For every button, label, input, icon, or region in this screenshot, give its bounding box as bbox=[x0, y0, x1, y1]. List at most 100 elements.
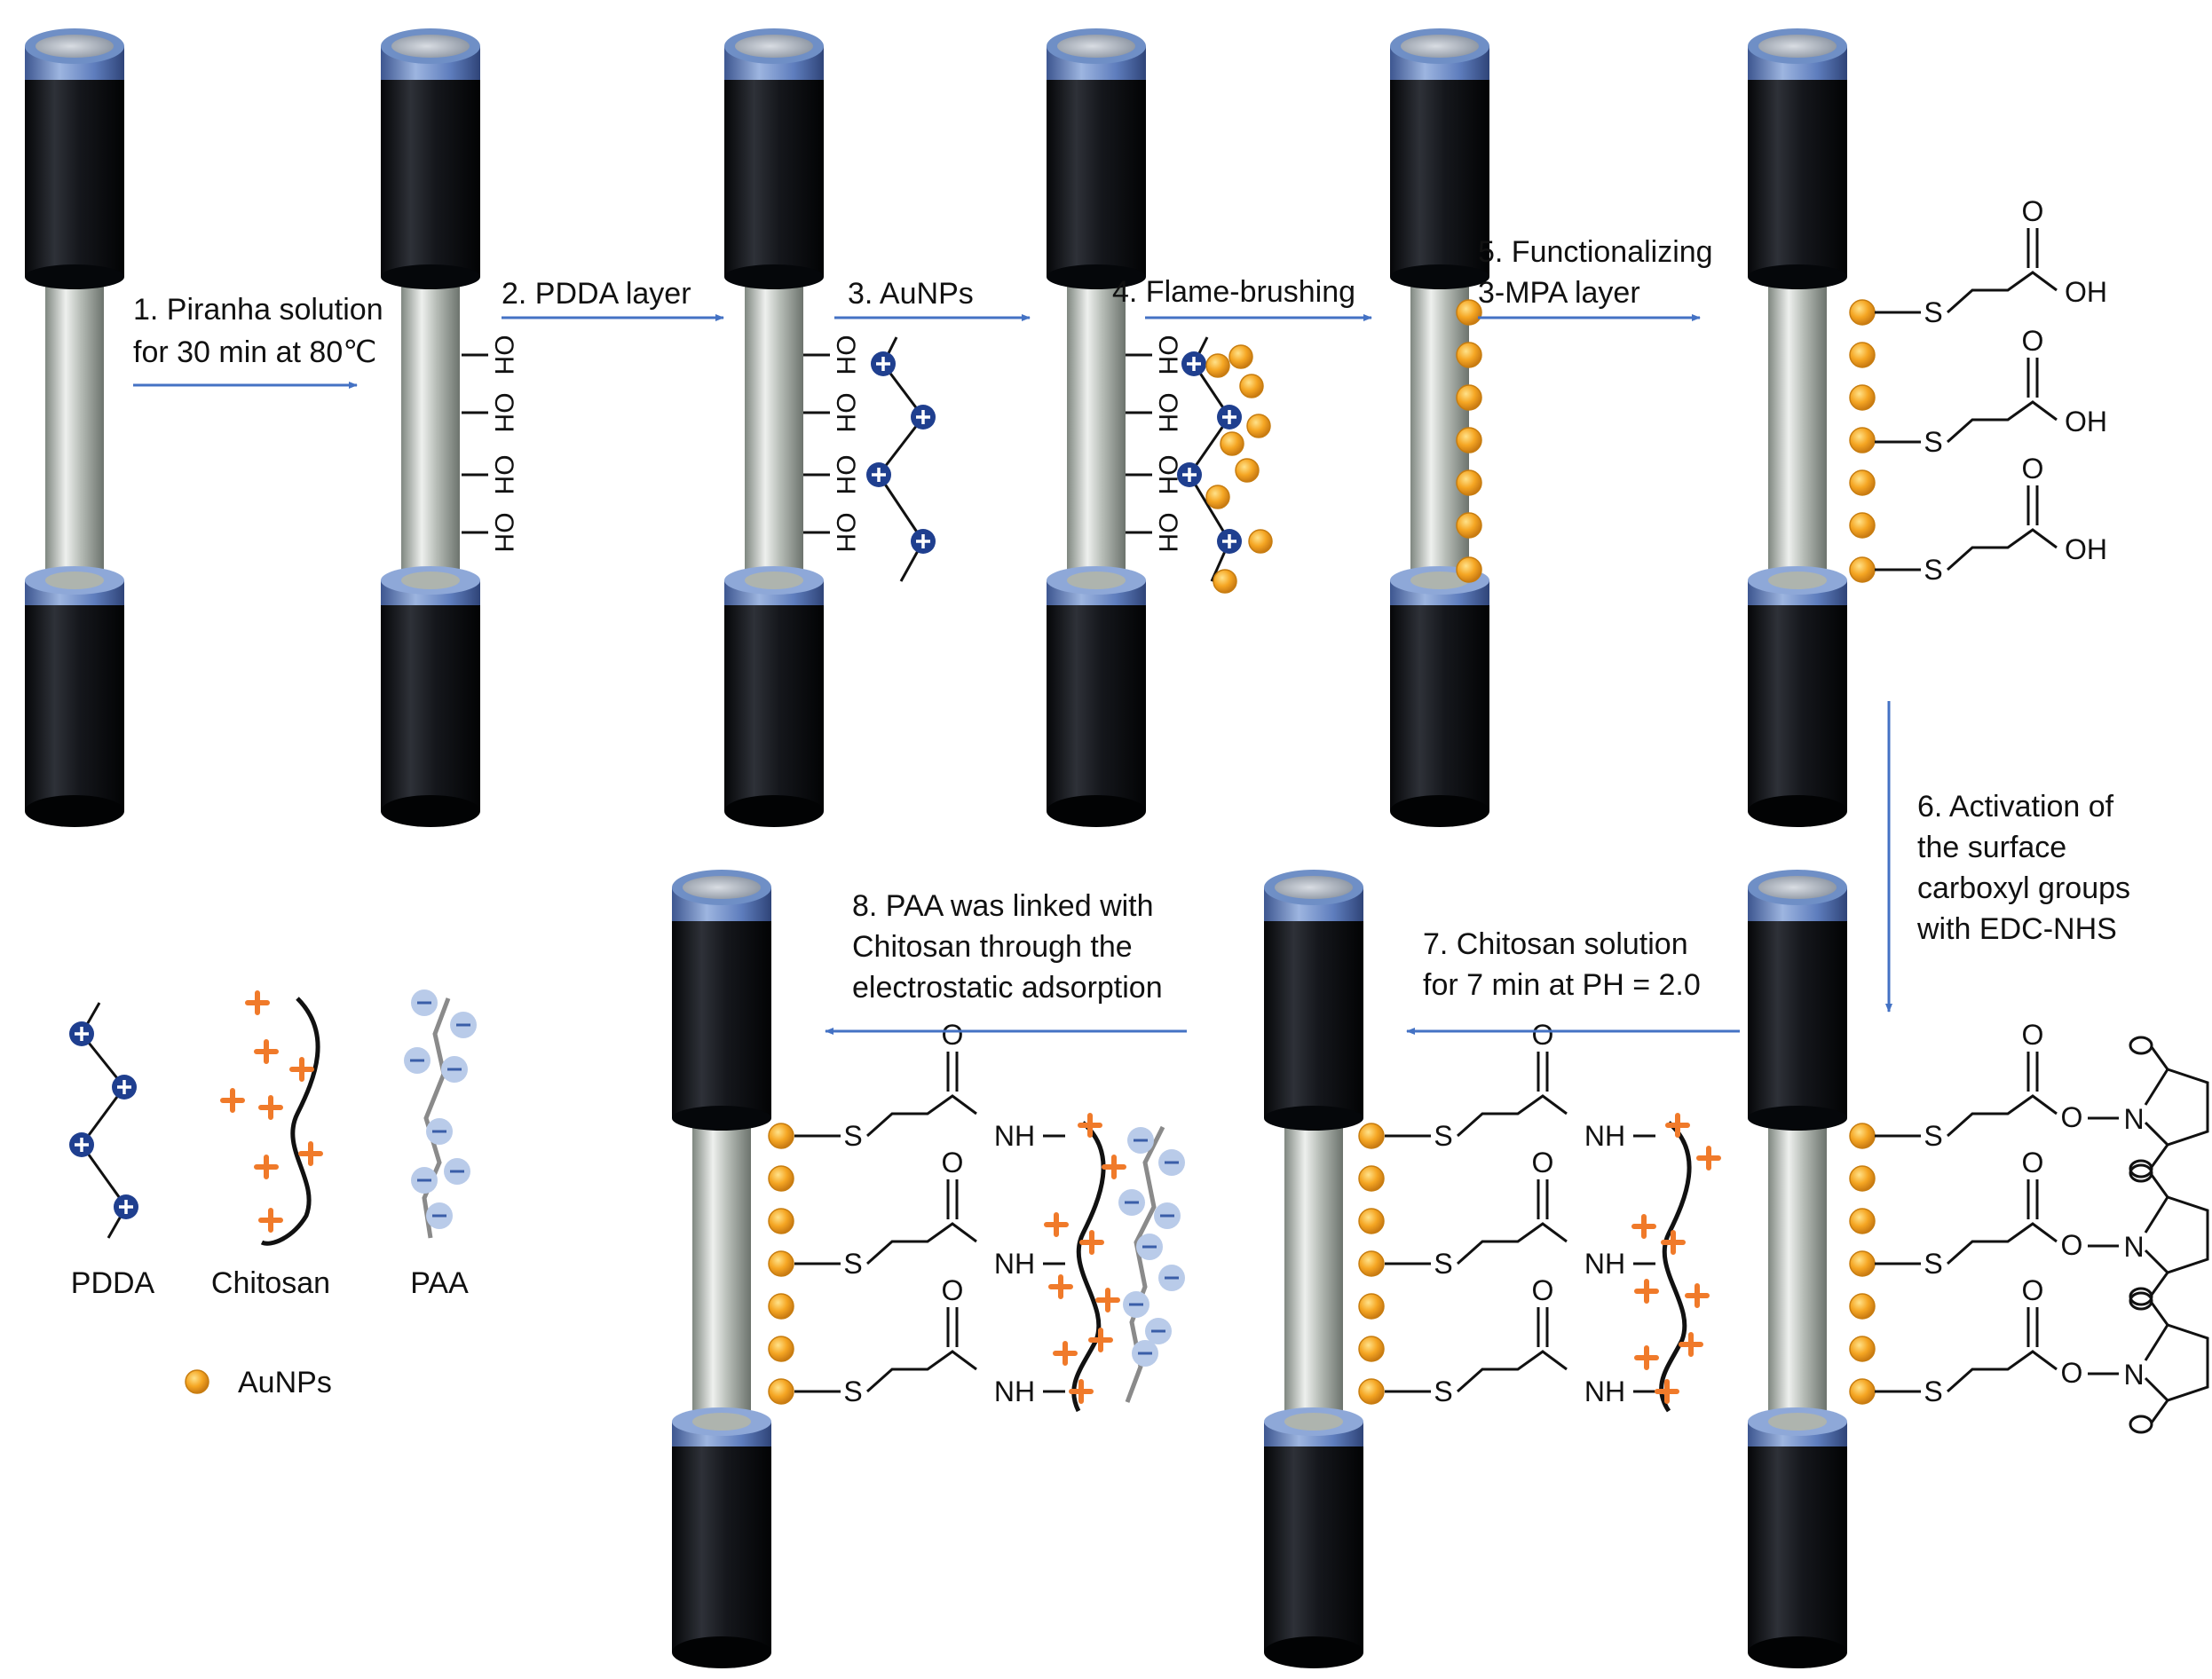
step-6-label: the surface bbox=[1917, 831, 2066, 864]
step-5-label: 5. Functionalizing bbox=[1478, 235, 1713, 269]
fiber-group bbox=[25, 28, 1847, 1668]
plus-sign bbox=[916, 534, 930, 548]
aunp-particle bbox=[768, 1165, 794, 1192]
aunp-particle bbox=[1849, 1293, 1876, 1320]
chitosan-plus-charge bbox=[1044, 1212, 1069, 1237]
aunp-particle bbox=[1456, 342, 1482, 368]
fiber-upper-jacket bbox=[1390, 46, 1489, 277]
aunp-particle bbox=[1235, 458, 1260, 483]
aunp-particle bbox=[1246, 414, 1271, 438]
aunp-particle bbox=[768, 1378, 794, 1405]
fiber-lower-core-exit bbox=[1768, 571, 1827, 589]
aunp-particle bbox=[1456, 427, 1482, 453]
aunp-particle bbox=[1456, 512, 1482, 539]
fiber-lower-end bbox=[724, 795, 824, 827]
amine-label: NH bbox=[1584, 1120, 1625, 1152]
oxygen-label: O bbox=[1532, 1147, 1554, 1178]
aunp-particle bbox=[1849, 1208, 1876, 1234]
plus-sign bbox=[1222, 534, 1236, 548]
fiber-upper-bottom-edge bbox=[724, 264, 824, 289]
fiber-lower-end bbox=[1748, 795, 1847, 827]
fiber-lower-jacket bbox=[1047, 580, 1146, 811]
fiber-upper-opening bbox=[1401, 35, 1479, 58]
chitosan-plus-charge bbox=[1634, 1345, 1659, 1370]
step-7-label: for 7 min at PH = 2.0 bbox=[1423, 968, 1701, 1002]
plus-sign bbox=[75, 1027, 89, 1041]
legend-label-pdda: PDDA bbox=[71, 1266, 155, 1300]
aunp-particle bbox=[1358, 1336, 1385, 1362]
nitrogen-label: N bbox=[2123, 1103, 2144, 1135]
carbonyl-bond bbox=[946, 1179, 959, 1219]
fiber-bottom-1 bbox=[672, 870, 771, 1668]
succinimide-ring bbox=[2144, 1323, 2209, 1402]
aunp-particle bbox=[1358, 1293, 1385, 1320]
nitrogen-label: N bbox=[2123, 1231, 2144, 1263]
fiber-lower-jacket bbox=[1390, 580, 1489, 811]
fiber-upper-jacket bbox=[1748, 887, 1847, 1118]
ester-oxygen-label: O bbox=[2061, 1229, 2083, 1261]
ester-oxygen-label: O bbox=[2061, 1357, 2083, 1389]
fiber-lower-end bbox=[381, 795, 480, 827]
chitosan-plus-charge bbox=[1079, 1230, 1104, 1255]
fiber-upper-opening bbox=[683, 876, 761, 899]
aunp-particle bbox=[1849, 1165, 1876, 1192]
legend-chitosan-charge bbox=[258, 1208, 283, 1233]
legend-chitosan-chain bbox=[260, 997, 320, 1246]
carbonyl-bond bbox=[946, 1307, 959, 1347]
step-3-label: 3. AuNPs bbox=[848, 277, 974, 311]
hydroxyl-label: OH bbox=[831, 455, 860, 495]
fiber-upper-jacket bbox=[1264, 887, 1363, 1118]
sulfur-label: S bbox=[843, 1376, 862, 1407]
amide-backbone bbox=[866, 1350, 977, 1393]
fiber-upper-bottom-edge bbox=[1390, 264, 1489, 289]
fiber-lower-jacket bbox=[25, 580, 124, 811]
aunp-particle bbox=[768, 1250, 794, 1277]
legend-chitosan-charge bbox=[289, 1057, 314, 1082]
sulfur-label: S bbox=[1434, 1120, 1452, 1152]
oxygen-label: O bbox=[1532, 1019, 1554, 1051]
chitosan-plus-charge bbox=[1095, 1288, 1120, 1312]
amine-label: NH bbox=[994, 1248, 1035, 1280]
plus-sign bbox=[872, 468, 886, 482]
hydroxyl-label: OH bbox=[1153, 393, 1182, 433]
fiber-core bbox=[1284, 1118, 1343, 1422]
chitosan-plus-charge bbox=[1078, 1113, 1102, 1138]
step-6-label: 6. Activation of bbox=[1917, 790, 2114, 824]
legend-label-chitosan: Chitosan bbox=[211, 1266, 330, 1300]
carbonyl-bond bbox=[2026, 1179, 2039, 1219]
chitosan-plus-charge bbox=[1631, 1214, 1656, 1239]
fiber-core bbox=[1768, 277, 1827, 580]
plus-sign bbox=[75, 1138, 89, 1152]
hydroxyl-label: OH bbox=[831, 393, 860, 433]
aunp-particle bbox=[1358, 1250, 1385, 1277]
fiber-upper-jacket bbox=[672, 887, 771, 1118]
fiber-top-2 bbox=[381, 28, 480, 827]
fiber-core bbox=[1067, 277, 1126, 580]
oxygen-label: O bbox=[942, 1274, 964, 1306]
hydroxyl-label: OH bbox=[831, 513, 860, 553]
plus-sign bbox=[1222, 410, 1236, 424]
fiber-lower-core-exit bbox=[745, 571, 803, 589]
carbonyl-bond bbox=[1537, 1052, 1549, 1092]
legend-paa-chain bbox=[422, 997, 451, 1239]
ring-carbonyl bbox=[2150, 1046, 2169, 1168]
ring-oxygen bbox=[2129, 1163, 2153, 1183]
aunp-particle bbox=[1358, 1123, 1385, 1149]
fiber-upper-opening bbox=[1275, 876, 1353, 899]
plus-sign bbox=[1187, 357, 1201, 371]
step-2-label: 2. PDDA layer bbox=[502, 277, 691, 311]
sulfur-label: S bbox=[843, 1248, 862, 1280]
step-1-label: for 30 min at 80℃ bbox=[133, 335, 376, 369]
aunp-particle bbox=[1220, 431, 1244, 456]
aunp-particle bbox=[1849, 556, 1876, 583]
aunp-particle bbox=[1228, 344, 1253, 369]
ring-oxygen bbox=[2129, 1159, 2153, 1178]
oxygen-label: O bbox=[942, 1019, 964, 1051]
fiber-top-5 bbox=[1390, 28, 1489, 827]
ring-oxygen bbox=[2129, 1036, 2153, 1055]
sulfur-label: S bbox=[1924, 426, 1942, 458]
aunp-particle bbox=[1849, 1378, 1876, 1405]
chitosan-plus-charge bbox=[1665, 1113, 1690, 1138]
